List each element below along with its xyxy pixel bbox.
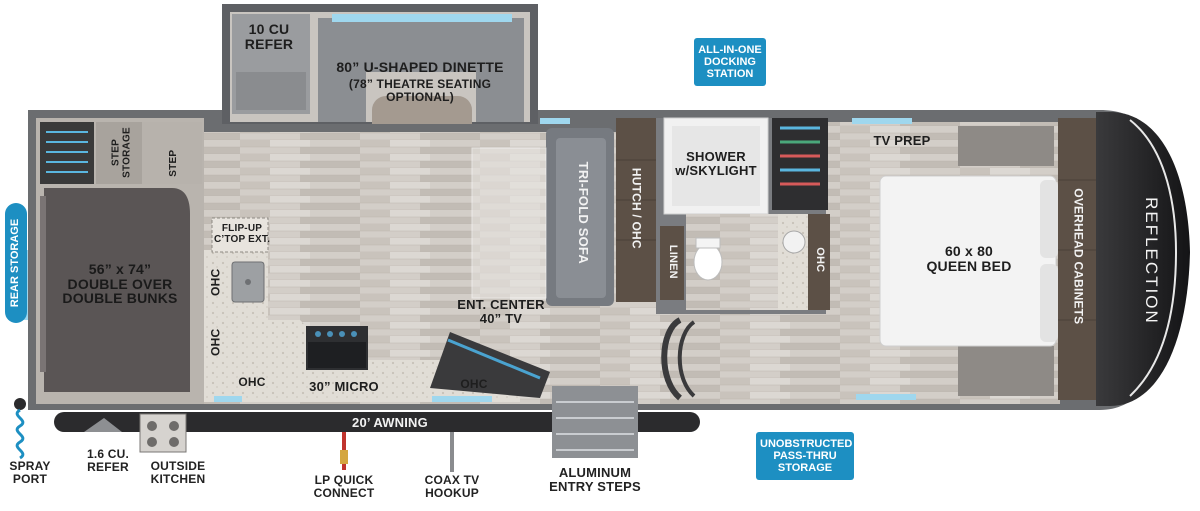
label-dinette: 80” U-SHAPED DINETTE (336, 59, 504, 75)
badge-docking-station: ALL-IN-ONE DOCKING STATION (694, 38, 766, 87)
step (142, 122, 202, 184)
label-spray-port: SPRAY PORT (9, 459, 51, 486)
label-micro: 30” MICRO (309, 379, 379, 394)
label-coax: COAX TV HOOKUP (424, 473, 480, 500)
label-brand: REFLECTION (1141, 197, 1161, 325)
label-dinette-sub: (78” THEATRE SEATING OPTIONAL) (348, 77, 492, 104)
bath-vanity (778, 214, 808, 310)
bath-sink (782, 230, 806, 254)
bath-ohc (808, 214, 830, 310)
label-refer-16: 1.6 CU. REFER (86, 447, 130, 474)
queen-bed (879, 175, 1057, 347)
label-ohc-kitchen-4: OHC (460, 377, 488, 391)
overhead-cabinets (1058, 118, 1096, 400)
label-ohc-bath: OHC (813, 247, 826, 273)
bed-nightstand-bottom (958, 346, 1054, 396)
label-bunks: 56” x 74” DOUBLE OVER DOUBLE BUNKS (62, 261, 178, 307)
label-ohc-kitchen-1: OHC (208, 268, 223, 296)
badge-rear-storage: REAR STORAGE (5, 203, 27, 323)
ent-center (430, 332, 550, 398)
label-trifold-sofa: TRI-FOLD SOFA (575, 161, 591, 264)
label-hutch: HUTCH / OHC (629, 167, 644, 249)
label-linen: LINEN (666, 244, 679, 279)
label-outside-kitchen: OUTSIDE KITCHEN (150, 459, 206, 486)
refer-1-6 (84, 418, 122, 432)
label-step: STEP (167, 149, 179, 177)
closet-shelf (772, 118, 828, 210)
label-shower: SHOWER w/SKYLIGHT (675, 149, 757, 178)
label-ohc-kitchen-2: OHC (208, 328, 223, 356)
flip-up-ext (211, 217, 269, 253)
label-ent-center: ENT. CENTER 40” TV (457, 297, 545, 326)
spray-port (14, 398, 26, 410)
linen-cabinet (660, 226, 684, 300)
outside-kitchen (139, 413, 187, 453)
badge-pass-thru-storage: UNOBSTRUCTED PASS-THRU STORAGE (756, 432, 854, 481)
label-lp-quick: LP QUICK CONNECT (313, 473, 375, 500)
label-awning: 20’ AWNING (352, 415, 428, 430)
label-flip-up: FLIP-UP C’TOP EXT. (213, 223, 271, 245)
hutch-ohc (616, 118, 656, 302)
toilet (693, 243, 723, 281)
dinette-seat (318, 18, 524, 122)
label-ohc-kitchen-3: OHC (238, 375, 266, 389)
awning (54, 412, 700, 432)
label-queen-bed: 60 x 80 QUEEN BED (926, 243, 1012, 274)
label-refer-10: 10 CU REFER (244, 21, 294, 52)
label-overhead-cabinets: OVERHEAD CABINETS (1071, 188, 1086, 325)
label-tv-prep: TV PREP (873, 133, 931, 148)
label-step-storage: STEP STORAGE (110, 127, 133, 178)
step-storage (96, 122, 142, 184)
bunk-mattress (44, 188, 190, 392)
entry-steps (552, 386, 638, 458)
label-entry-steps: ALUMINUM ENTRY STEPS (549, 465, 641, 494)
entry-door (661, 317, 683, 401)
bed-nightstand-top (958, 126, 1054, 166)
